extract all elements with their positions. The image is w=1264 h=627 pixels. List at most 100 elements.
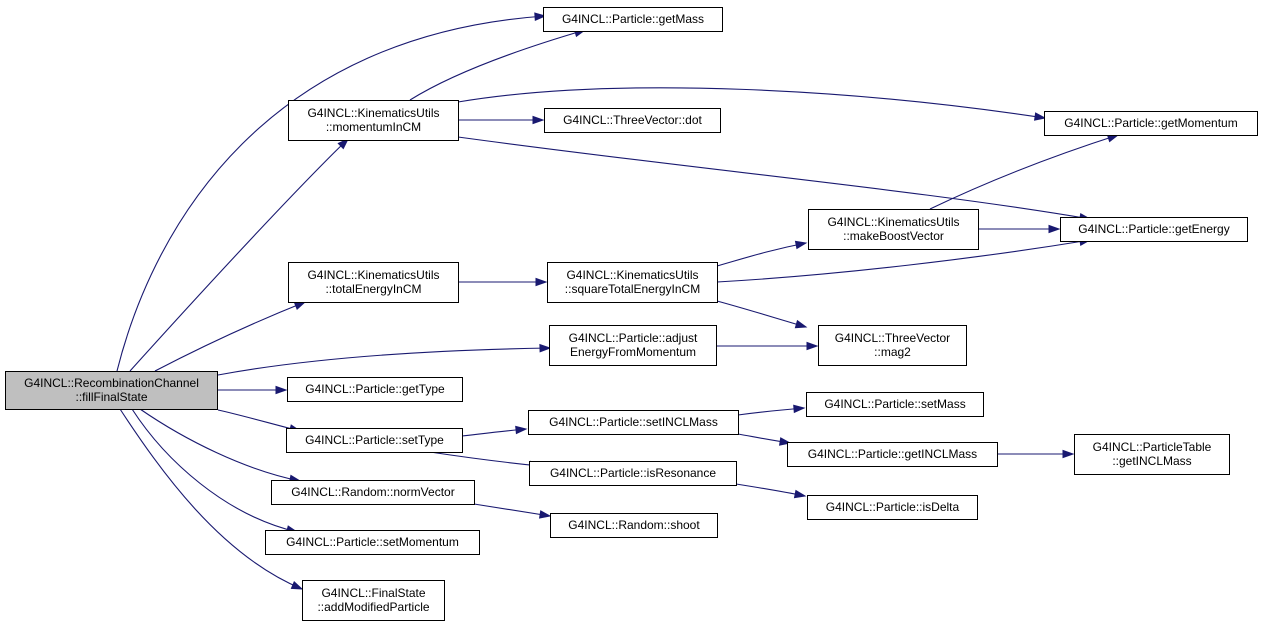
arrowhead-icon [515,425,528,435]
node-label: G4INCL::ThreeVector::dot [563,113,702,127]
edge-fillFinalState-to-momentumInCM [129,137,350,372]
edge-setType-to-setINCLMass [461,425,528,437]
node-box [807,495,978,520]
node-label: ::addModifiedParticle [317,600,429,614]
node-box [271,480,475,505]
node-ptGetINCLMass[interactable]: G4INCL::ParticleTable::getINCLMass [1074,434,1230,475]
edge-setINCLMass-to-getINCLMass [737,433,792,446]
node-label: G4INCL::ParticleTable [1093,440,1212,454]
node-getEnergy[interactable]: G4INCL::Particle::getEnergy [1060,217,1248,242]
edge-momentumInCM-to-getMomentum [457,87,1047,121]
node-box [547,262,718,303]
node-label: G4INCL::Particle::adjust [569,331,698,345]
node-totalEnergyInCM[interactable]: G4INCL::KinematicsUtils::totalEnergyInCM [288,262,459,303]
node-label: G4INCL::KinematicsUtils [827,215,959,229]
edge-line [716,242,807,267]
edge-line [929,134,1119,210]
edge-line [457,136,1091,220]
arrowhead-icon [275,385,288,395]
node-box [806,392,984,417]
edge-momentumInCM-to-getMass [409,28,587,101]
node-setType[interactable]: G4INCL::Particle::setType [286,428,463,453]
edge-fillFinalState-to-totalEnergyInCM [154,301,307,372]
edge-momentumInCM-to-getEnergy [457,136,1092,222]
node-mag2[interactable]: G4INCL::ThreeVector::mag2 [818,325,967,366]
node-box [528,410,739,435]
node-label: EnergyFromMomentum [570,345,696,359]
node-box [1044,111,1258,136]
arrowhead-icon [794,319,808,329]
node-label: G4INCL::FinalState [321,586,425,600]
node-box [287,377,463,402]
edge-line [116,15,546,372]
node-getMass[interactable]: G4INCL::Particle::getMass [543,7,723,32]
node-box [288,262,459,303]
node-getINCLMass[interactable]: G4INCL::Particle::getINCLMass [787,442,998,467]
edge-setINCLMass-to-setMass [737,404,806,416]
edge-squareTotalEnergyInCM-to-makeBoostVector [716,240,808,267]
edge-fillFinalState-to-getType [218,385,288,395]
node-normVector[interactable]: G4INCL::Random::normVector [271,480,475,505]
node-makeBoostVector[interactable]: G4INCL::KinematicsUtils::makeBoostVector [808,209,979,250]
edge-makeBoostVector-to-getEnergy [978,224,1061,234]
node-label: G4INCL::Particle::getMass [562,12,704,26]
node-momentumInCM[interactable]: G4INCL::KinematicsUtils::momentumInCM [288,100,459,141]
node-addModifiedParticle[interactable]: G4INCL::FinalState::addModifiedParticle [302,580,445,621]
edge-fillFinalState-to-getMass [116,12,547,372]
edge-fillFinalState-to-adjustEnergyFromMomentum [217,343,552,376]
node-adjustEnergyFromMomentum[interactable]: G4INCL::Particle::adjustEnergyFromMoment… [549,325,717,366]
edge-makeBoostVector-to-getMomentum [929,134,1120,210]
node-label: ::mag2 [874,345,911,359]
arrowhead-icon [793,404,806,414]
arrowhead-icon [535,277,548,287]
edge-line [716,300,807,328]
node-label: G4INCL::Random::normVector [291,485,454,499]
node-label: G4INCL::Particle::getINCLMass [808,447,977,461]
edge-totalEnergyInCM-to-squareTotalEnergyInCM [458,277,548,287]
edge-fillFinalState-to-setMomentum [131,408,299,534]
edge-setType-to-isResonance [429,451,542,470]
node-dot[interactable]: G4INCL::ThreeVector::dot [544,108,721,133]
node-label: G4INCL::Particle::getType [305,382,445,396]
node-layer: G4INCL::RecombinationChannel::fillFinalS… [5,7,1258,621]
edge-line [154,301,306,372]
edge-line [129,138,349,372]
node-setINCLMass[interactable]: G4INCL::Particle::setINCLMass [528,410,739,435]
node-shoot[interactable]: G4INCL::Random::shoot [550,513,718,538]
edge-line [217,409,301,432]
node-label: ::momentumInCM [326,120,421,134]
node-box [265,530,480,555]
node-isResonance[interactable]: G4INCL::Particle::isResonance [529,461,737,486]
node-setMomentum[interactable]: G4INCL::Particle::setMomentum [265,530,480,555]
node-label: G4INCL::Particle::getMomentum [1064,116,1237,130]
node-squareTotalEnergyInCM[interactable]: G4INCL::KinematicsUtils::squareTotalEner… [547,262,718,303]
arrowhead-icon [293,301,307,310]
edge-normVector-to-shoot [473,503,552,519]
arrowhead-icon [290,580,304,590]
node-label: G4INCL::Particle::setINCLMass [549,415,718,429]
node-label: ::makeBoostVector [843,229,944,243]
arrowhead-icon [793,489,807,499]
edge-layer [116,12,1120,590]
edge-line [735,483,806,497]
edge-getINCLMass-to-ptGetINCLMass [997,449,1075,459]
node-box [549,325,717,366]
node-label: G4INCL::Random::shoot [568,518,700,532]
edge-line [716,239,1091,283]
node-box [787,442,998,467]
node-getMomentum[interactable]: G4INCL::Particle::getMomentum [1044,111,1258,136]
edge-line [409,29,586,101]
node-box [288,100,459,141]
node-box [5,371,218,410]
arrowhead-icon [1048,224,1061,234]
edge-line [119,408,303,590]
node-label: ::fillFinalState [75,390,147,404]
node-getType[interactable]: G4INCL::Particle::getType [287,377,463,402]
node-setMass[interactable]: G4INCL::Particle::setMass [806,392,984,417]
node-isDelta[interactable]: G4INCL::Particle::isDelta [807,495,978,520]
arrowhead-icon [539,343,552,353]
node-box [808,209,979,250]
node-box [302,580,445,621]
arrowhead-icon [538,510,552,519]
